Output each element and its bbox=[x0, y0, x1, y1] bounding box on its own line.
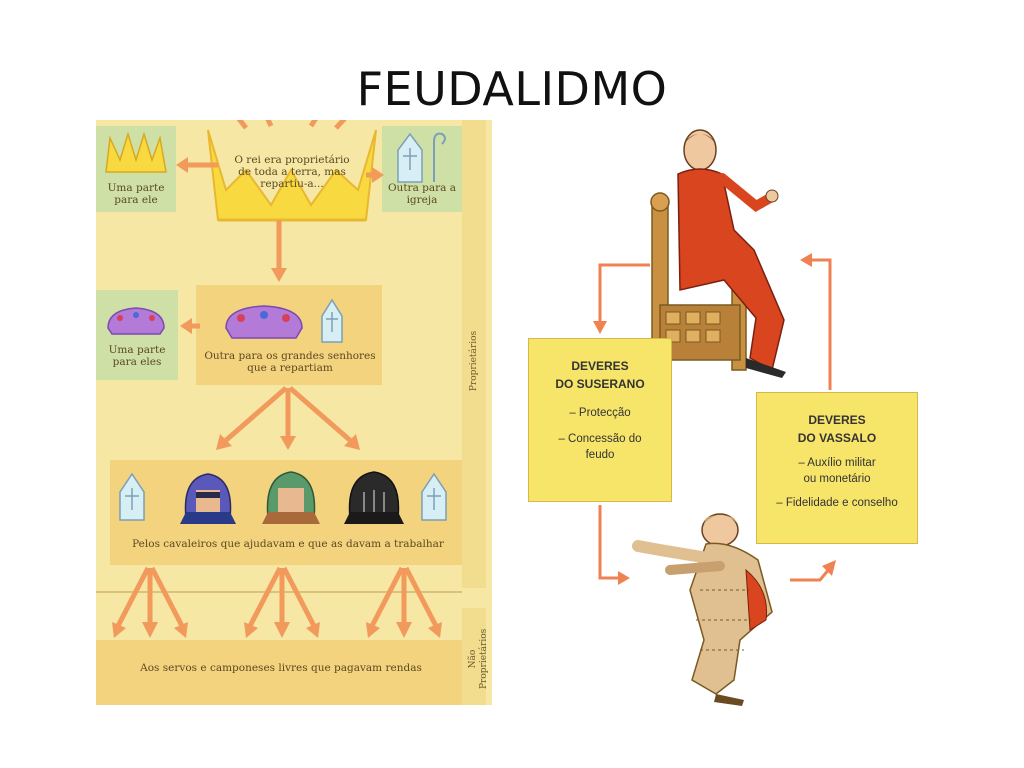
non-owners-strip bbox=[462, 608, 486, 705]
pyramid-drawing bbox=[105, 120, 447, 638]
suzerain-item: – Protecção bbox=[569, 407, 631, 419]
divider-line bbox=[96, 591, 462, 593]
king-part-label: Uma parte para ele bbox=[107, 182, 165, 206]
knights-text: Pelos cavaleiros que ajudavam e que as d… bbox=[132, 538, 444, 550]
helmet-icon bbox=[180, 473, 236, 524]
vassal-item: – Fidelidade e conselho bbox=[776, 497, 898, 509]
serfs-band bbox=[96, 640, 462, 705]
slide-title: FEUDALIDMO bbox=[356, 62, 668, 116]
feudal-pyramid-figure: Proprietários Não Proprietários bbox=[96, 120, 492, 705]
mitre-icon bbox=[119, 472, 145, 521]
suzerain-item: feudo bbox=[585, 449, 615, 461]
crown-icon bbox=[105, 131, 167, 173]
lords-part-label: Uma parte para eles bbox=[108, 344, 166, 368]
suzerain-title-2: DO SUSERANO bbox=[555, 377, 645, 391]
cycle-drawing bbox=[593, 129, 836, 706]
vassal-title-2: DO VASSALO bbox=[797, 431, 877, 445]
owners-strip bbox=[462, 120, 486, 588]
throne-icon bbox=[650, 192, 748, 371]
suzerain-title-1: DEVERES bbox=[571, 359, 629, 373]
feudal-cycle-figure: DEVERES DO SUSERANO – Protecção – Conces… bbox=[520, 120, 930, 720]
vassal-title-1: DEVERES bbox=[808, 413, 866, 427]
helmet-icon bbox=[262, 471, 320, 524]
vassal-item: ou monetário bbox=[803, 473, 871, 485]
suzerain-item: – Concessão do bbox=[558, 433, 642, 445]
serfs-arrows bbox=[112, 566, 442, 638]
vassal-item: – Auxílio militar bbox=[798, 457, 876, 469]
king-text: O rei era proprietário de toda a terra, … bbox=[234, 154, 350, 190]
vassal-figure bbox=[632, 513, 773, 706]
mitre-icon bbox=[421, 472, 447, 521]
serfs-text: Aos servos e camponeses livres que pagav… bbox=[140, 662, 422, 674]
lords-text: Outra para os grandes senhores que a rep… bbox=[204, 350, 376, 374]
suzerain-figure bbox=[677, 129, 786, 378]
vassal-duties-box: DEVERES DO VASSALO – Auxílio militar ou … bbox=[756, 392, 918, 544]
coronet-icon bbox=[225, 305, 303, 339]
helmet-icon bbox=[344, 471, 404, 524]
church-part-label: Outra para a igreja bbox=[387, 182, 457, 206]
lords-part-box bbox=[96, 290, 178, 380]
suzerain-duties-box: DEVERES DO SUSERANO – Protecção – Conces… bbox=[528, 338, 672, 502]
